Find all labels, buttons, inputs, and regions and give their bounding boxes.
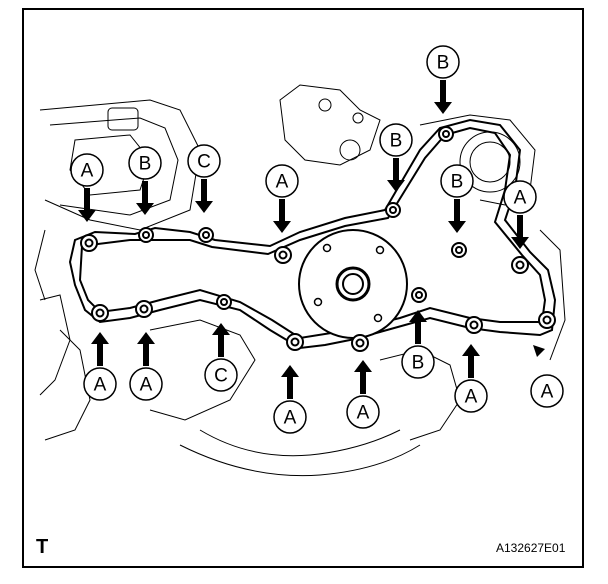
callout-circle [530, 374, 564, 408]
callout-arrow [281, 365, 299, 399]
callout-a: A [70, 153, 104, 222]
callout-layer: B B A B C A B A A A C A A B A A [70, 45, 564, 434]
callout-circle [346, 395, 380, 429]
corner-mark: T [36, 536, 49, 558]
callout-circle [129, 367, 163, 401]
callout-letter: A [514, 188, 527, 209]
callout-a: A [273, 365, 307, 434]
callout-circle [265, 164, 299, 198]
callout-arrow [273, 199, 291, 233]
callout-circle [401, 345, 435, 379]
callout-letter: A [140, 375, 153, 396]
callout-arrow [136, 181, 154, 215]
callout-letter: B [390, 131, 403, 152]
callout-arrow [434, 80, 452, 114]
callout-a: A [265, 164, 299, 233]
callout-b: B [379, 123, 413, 192]
callout-arrow [354, 360, 372, 394]
callout-letter: A [81, 161, 94, 182]
callout-c: C [204, 323, 238, 392]
callout-letter: B [437, 53, 450, 74]
callout-circle [273, 400, 307, 434]
callout-letter: B [451, 172, 464, 193]
callout-arrow [212, 323, 230, 357]
callout-circle [204, 358, 238, 392]
callout-letter: C [197, 152, 211, 173]
callout-b: B [401, 310, 435, 379]
callout-arrow [533, 345, 553, 365]
engine-background-lines [34, 84, 566, 477]
callout-arrow [137, 332, 155, 366]
callout-circle [128, 146, 162, 180]
callout-c: C [187, 144, 221, 213]
callout-circle [379, 123, 413, 157]
callout-arrow [195, 179, 213, 213]
callout-letter: A [94, 375, 107, 396]
callout-arrow [462, 344, 480, 378]
callout-letter: A [276, 172, 289, 193]
figure-id: A132627E01 [496, 541, 566, 555]
callout-a: A [83, 332, 117, 401]
callout-circle [503, 180, 537, 214]
callout-arrow [91, 332, 109, 366]
callout-b: B [440, 164, 474, 233]
callout-arrow [409, 310, 427, 344]
callout-letter: A [357, 403, 370, 424]
callout-letter: C [214, 366, 228, 387]
callout-a: A [346, 360, 380, 429]
callout-letter: B [139, 154, 152, 175]
callout-letter: A [541, 382, 554, 403]
callout-circle [187, 144, 221, 178]
callout-a: A [503, 180, 537, 249]
callout-arrow [511, 215, 529, 249]
callout-a: A [129, 332, 163, 401]
callout-letter: A [284, 408, 297, 429]
callout-circle [426, 45, 460, 79]
callout-arrow [78, 188, 96, 222]
callout-circle [83, 367, 117, 401]
callout-b: B [426, 45, 460, 114]
callout-circle [454, 379, 488, 413]
callout-circle [440, 164, 474, 198]
callout-circle [70, 153, 104, 187]
pump-pulley [298, 229, 408, 339]
callout-arrow [448, 199, 466, 233]
callout-letter: B [412, 353, 425, 374]
bolts [80, 126, 556, 352]
callout-b: B [128, 146, 162, 215]
callout-a: A [530, 345, 564, 408]
callout-letter: A [465, 387, 478, 408]
callout-arrow [387, 158, 405, 192]
callout-a: A [454, 344, 488, 413]
